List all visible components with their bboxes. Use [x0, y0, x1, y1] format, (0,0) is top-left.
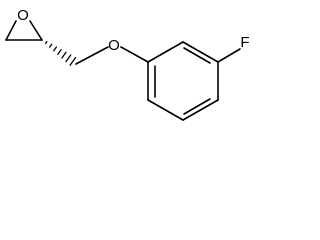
hash-mark [61, 51, 67, 59]
ether-linker [75, 46, 149, 65]
epoxide-ring [5, 20, 43, 41]
bond-ring-o-ch [29, 20, 43, 41]
stereo-hashed-wedge-bond [44, 41, 77, 66]
hash-mark [49, 43, 53, 48]
hash-mark [57, 48, 62, 56]
hash-mark [69, 56, 77, 66]
hash-mark [65, 54, 72, 63]
atom-label-epoxide-oxygen: O [17, 7, 29, 24]
benzene-double-bond-1 [183, 47, 211, 64]
bond-ring-ch2-o [5, 20, 17, 41]
benzene-double-bond-2 [183, 98, 211, 115]
benzene-bond-5 [147, 99, 184, 121]
atom-label-ether-oxygen: O [108, 37, 120, 54]
bond-ch2-o [75, 46, 109, 65]
hash-mark [53, 46, 58, 52]
benzene-bond-4 [182, 99, 219, 121]
benzene-bond-1 [147, 41, 184, 63]
bond-o-aryl [120, 46, 149, 63]
hash-mark [44, 41, 48, 45]
bond-aryl-f [217, 48, 241, 63]
atom-label-fluorine: F [240, 34, 249, 51]
molecule-structure: O O F [5, 7, 250, 121]
benzene-bond-2 [182, 41, 219, 63]
benzene-ring [147, 41, 219, 121]
